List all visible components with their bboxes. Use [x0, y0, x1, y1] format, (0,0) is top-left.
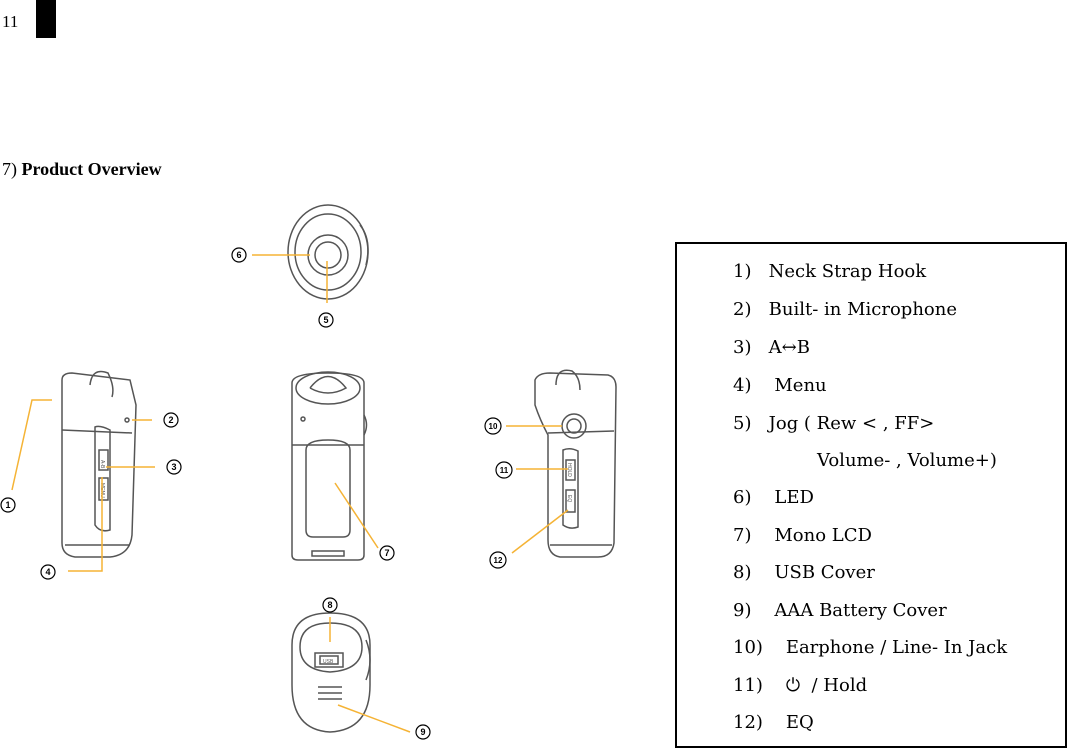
callout-8: 8	[327, 600, 332, 610]
callout-12: 12	[494, 556, 503, 565]
callout-3-marker	[166, 459, 182, 475]
callout-1: 1	[5, 500, 10, 510]
legend-item: 1) Neck Strap Hook	[733, 261, 927, 282]
ab-key-label: A-B	[99, 460, 105, 469]
callout-9: 9	[420, 727, 425, 737]
legend-item: 6) LED	[733, 487, 814, 508]
device-top-view	[287, 204, 369, 300]
page-tab-marker	[36, 0, 56, 38]
callout-4: 4	[45, 567, 50, 577]
usb-cover-label: USB	[323, 659, 334, 665]
callout-7: 7	[384, 548, 389, 558]
hold-key-label: HOLD	[566, 463, 572, 477]
legend-item: 4) Menu	[733, 375, 827, 396]
legend-item-continuation: Volume- , Volume+)	[817, 450, 997, 471]
callout-4-marker	[40, 564, 56, 580]
callout-6-marker	[231, 247, 247, 263]
legend-item: 3) A↔B	[733, 337, 810, 358]
callout-6: 6	[236, 250, 241, 260]
legend-item: 7) Mono LCD	[733, 525, 872, 546]
callout-12-marker	[489, 551, 507, 569]
section-heading: 7) Product Overview	[2, 159, 162, 180]
section-title: Product Overview	[21, 159, 162, 179]
callout-8-marker	[322, 597, 338, 613]
callout-11: 11	[500, 466, 509, 475]
legend-item: 8) USB Cover	[733, 562, 875, 583]
legend-item: 10) Earphone / Line- In Jack	[733, 637, 1008, 658]
callout-5: 5	[323, 315, 328, 325]
callout-1-marker	[0, 497, 16, 513]
device-right-view	[534, 369, 617, 558]
callout-2-marker	[163, 412, 179, 428]
callout-11-marker	[495, 461, 513, 479]
callout-7-marker	[379, 545, 395, 561]
callout-5-marker	[318, 312, 334, 328]
parts-legend: 1) Neck Strap Hook 2) Built- in Micropho…	[675, 242, 1067, 748]
page-number: 11	[2, 12, 19, 31]
eq-key-label: EQ	[566, 495, 572, 502]
section-prefix: 7)	[2, 159, 17, 179]
callout-10-marker	[484, 417, 502, 435]
callout-10: 10	[489, 422, 498, 431]
legend-item: 2) Built- in Microphone	[733, 299, 957, 320]
legend-item: 5) Jog ( Rew < , FF>	[733, 413, 935, 434]
legend-item: 9) AAA Battery Cover	[733, 600, 947, 621]
callout-2: 2	[168, 415, 173, 425]
device-bottom-view	[291, 612, 371, 733]
legend-item: 11) ⏻ / Hold	[733, 675, 868, 696]
device-front-view	[291, 371, 368, 561]
device-left-view	[61, 370, 137, 558]
callout-3: 3	[171, 462, 176, 472]
callout-9-marker	[415, 724, 431, 740]
product-diagram: A-B MENU HOLD EQ USB	[0, 204, 617, 740]
legend-item: 12) EQ	[733, 712, 814, 733]
leader-lines	[11, 254, 569, 733]
